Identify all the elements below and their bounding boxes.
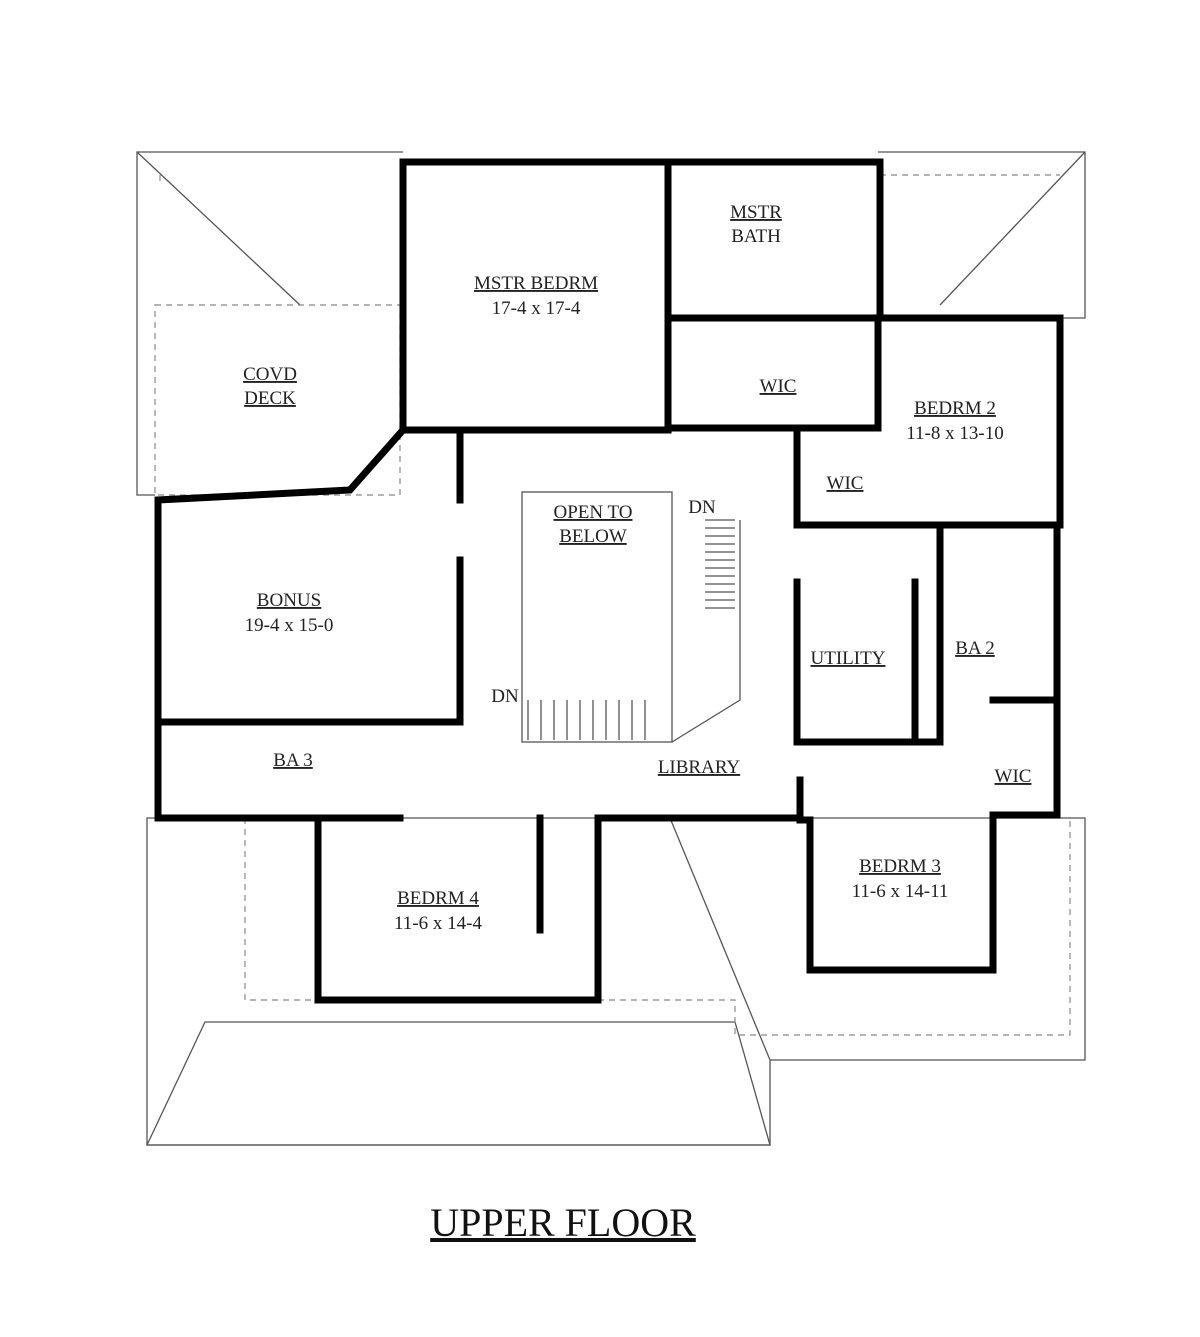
stairs-dn-lower: DN xyxy=(491,686,519,707)
open-to-below-label-1: OPEN TO xyxy=(553,502,632,523)
open-to-below-label-2: BELOW xyxy=(559,526,627,547)
stairs xyxy=(521,491,741,743)
bedrm4-size: 11-6 x 14-4 xyxy=(394,913,482,934)
covd-deck-label-2: DECK xyxy=(244,388,296,409)
bedrm3-label: BEDRM 3 xyxy=(859,856,941,877)
wic-bedrm2-label: WIC xyxy=(827,473,864,494)
bedrm4-label: BEDRM 4 xyxy=(397,888,479,909)
stairs-dn-upper: DN xyxy=(688,497,716,518)
bonus-label: BONUS xyxy=(257,590,321,611)
wic-bedrm3-label: WIC xyxy=(995,766,1032,787)
walls xyxy=(154,158,1064,1004)
ba2-label: BA 2 xyxy=(955,638,995,659)
floor-title: UPPER FLOOR xyxy=(430,1200,696,1245)
roof-outlines xyxy=(136,151,1086,1146)
mstr-bedrm-label: MSTR BEDRM xyxy=(474,273,598,294)
wic-master-label: WIC xyxy=(760,376,797,397)
bedrm3-size: 11-6 x 14-11 xyxy=(852,881,949,902)
utility-label: UTILITY xyxy=(811,648,886,669)
mstr-bath-label-1: MSTR xyxy=(730,202,782,223)
mstr-bath-label-2: BATH xyxy=(731,226,781,247)
bonus-size: 19-4 x 15-0 xyxy=(245,615,334,636)
covd-deck-label-1: COVD xyxy=(243,364,297,385)
bedrm2-label: BEDRM 2 xyxy=(914,398,996,419)
library-label: LIBRARY xyxy=(658,757,741,778)
mstr-bedrm-size: 17-4 x 17-4 xyxy=(492,298,581,319)
ba3-label: BA 3 xyxy=(273,750,313,771)
bedrm2-size: 11-8 x 13-10 xyxy=(906,423,1003,444)
